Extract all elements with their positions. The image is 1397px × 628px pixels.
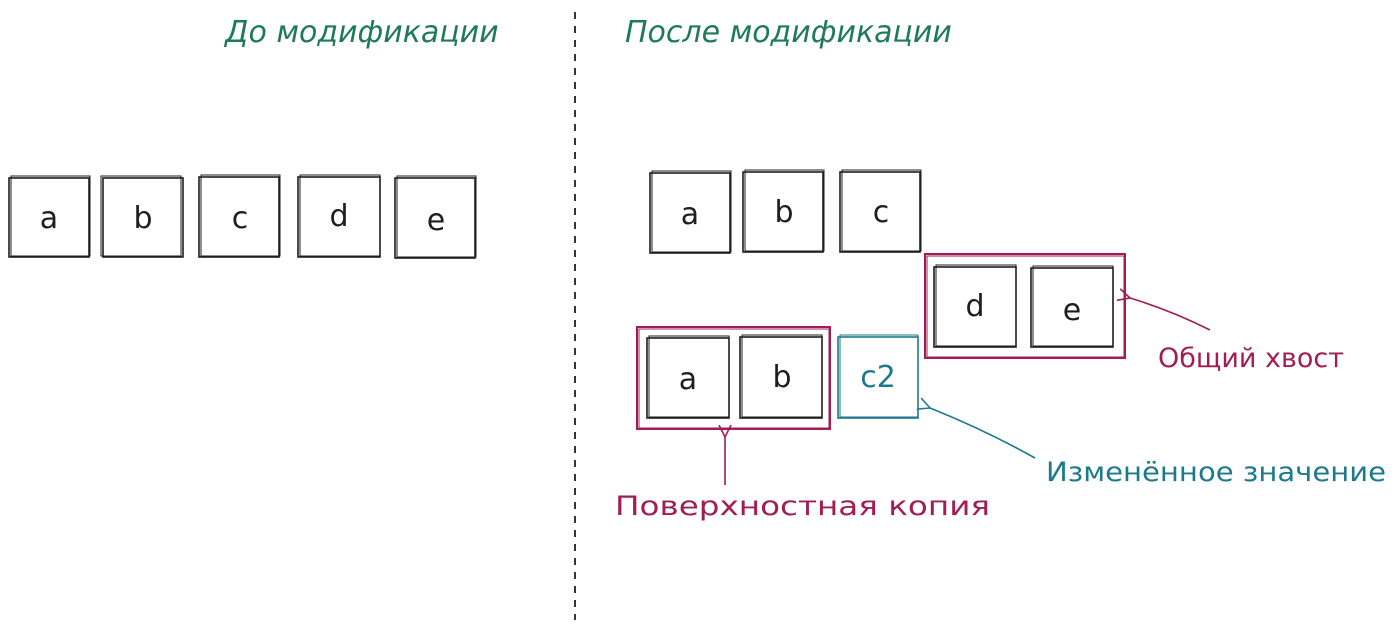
prefix-cell: c [839,169,922,253]
before-cell-label: b [133,201,152,236]
heading-before: До модификации [223,15,499,50]
shallow-copy-group: a b [636,326,831,430]
modified-value-arrow [930,408,1036,459]
modified-value-label: Изменённое значение [1046,457,1386,488]
before-cell-label: a [40,201,58,236]
before-cell-label: e [427,203,445,238]
after-prefix-list: a b c [649,169,922,254]
tail-cell: d [933,264,1017,348]
tail-cell: e [1030,265,1114,348]
shared-tail-arrow [1130,298,1211,331]
prefix-cell: a [649,170,732,254]
heading-after: После модификации [625,15,952,50]
before-cell-label: d [329,199,348,234]
shallow-copy-label: Поверхностная копия [615,491,990,522]
copy-cell: b [739,334,823,419]
modified-cell: c2 [837,334,919,419]
tail-cell-label: e [1063,293,1081,328]
shared-tail-frame [924,253,1126,359]
shared-tail-group: d e [924,253,1126,359]
before-cell: c [198,174,281,258]
prefix-cell-label: c [873,195,890,230]
copy-cell-label: a [679,362,697,397]
prefix-cell-label: a [681,197,699,232]
tail-cell-label: d [965,289,984,324]
before-cell: b [100,175,184,258]
copy-cell: a [646,335,730,419]
shared-tail-label: Общий хвост [1158,343,1344,374]
before-list: a b c d e [8,174,477,259]
prefix-cell-label: b [774,195,793,230]
before-cell: e [394,175,477,259]
before-cell: d [297,174,381,258]
copy-cell-label: b [772,360,791,395]
modified-cell-label: c2 [860,360,896,395]
before-cell-label: c [232,201,249,236]
before-cell: a [8,175,91,258]
shallow-copy-frame [636,326,831,430]
prefix-cell: b [742,169,825,253]
